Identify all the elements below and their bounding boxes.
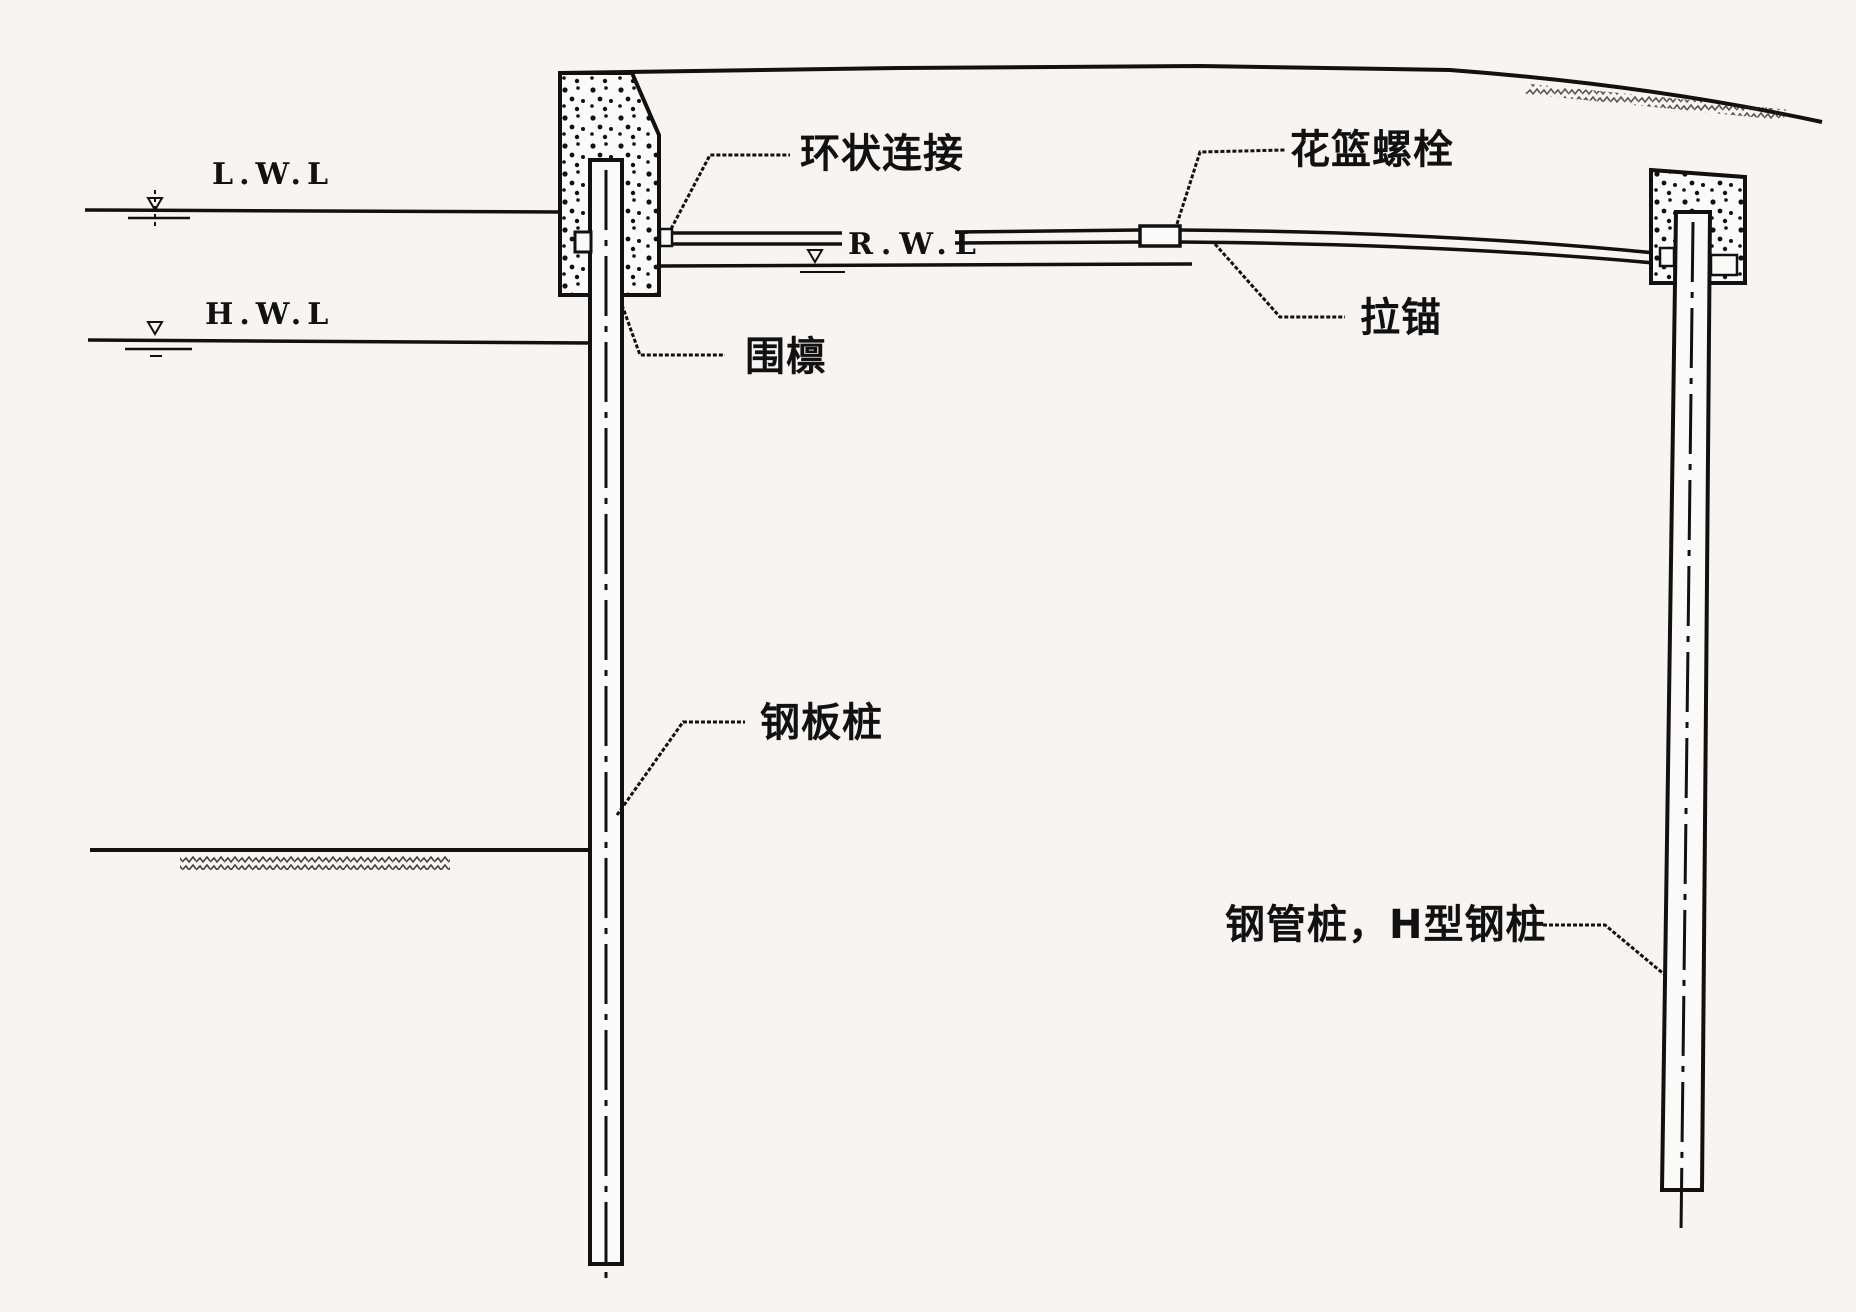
ground-surface <box>559 63 1823 124</box>
rwl-line <box>658 249 1193 273</box>
tie-rod-label: 拉锚 <box>1360 295 1442 341</box>
waler-label: 围檩 <box>745 334 827 380</box>
sheet-pile-label: 钢板桩 <box>760 700 883 746</box>
ring-connection-label: 环状连接 <box>800 131 964 177</box>
rwl-label: R.W.L <box>848 227 984 262</box>
tie-rod <box>658 227 1666 266</box>
lwl-label: L.W.L <box>212 157 335 192</box>
anchor-pile-label: 钢管桩，H型钢桩 <box>1225 902 1547 948</box>
steel-sheet-pile <box>588 158 624 1282</box>
lwl-line <box>84 190 561 228</box>
turnbuckle-label: 花篮螺栓 <box>1290 127 1454 173</box>
seabed-line <box>90 848 590 870</box>
hwl-label: H.W.L <box>205 297 335 332</box>
hwl-line <box>87 321 593 357</box>
turnbuckle <box>1138 224 1182 248</box>
waler <box>573 230 593 254</box>
leader-lines <box>615 148 1666 977</box>
anchor-pile <box>1659 210 1713 1234</box>
